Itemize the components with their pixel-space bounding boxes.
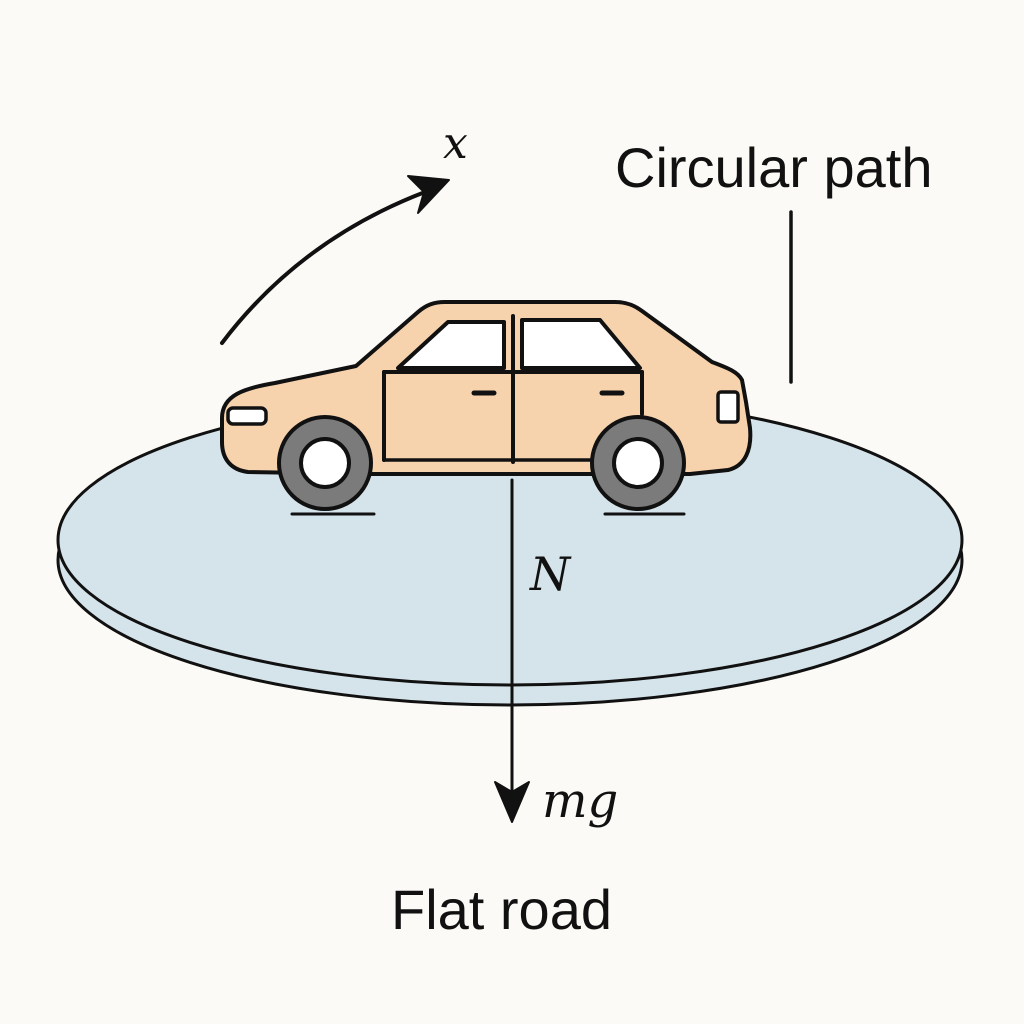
car-wheel-front bbox=[277, 415, 373, 511]
road-label: Flat road bbox=[391, 878, 612, 941]
path-label: Circular path bbox=[615, 136, 932, 199]
curved-arrow-icon bbox=[220, 190, 427, 345]
car-headlight bbox=[226, 406, 268, 426]
curved-arrow-head bbox=[407, 175, 450, 214]
weight-label: mg bbox=[542, 773, 618, 829]
direction-label: x bbox=[443, 118, 468, 169]
car-taillight bbox=[716, 390, 740, 424]
down-arrow-icon bbox=[494, 781, 530, 823]
force-arrow bbox=[494, 478, 530, 823]
normal-force-label: N bbox=[529, 547, 572, 601]
car-window-rear bbox=[520, 318, 642, 370]
motion-arrow bbox=[220, 175, 450, 345]
car-icon bbox=[220, 300, 753, 516]
car-wheel-rear bbox=[590, 415, 686, 511]
car-window-front bbox=[396, 320, 506, 370]
